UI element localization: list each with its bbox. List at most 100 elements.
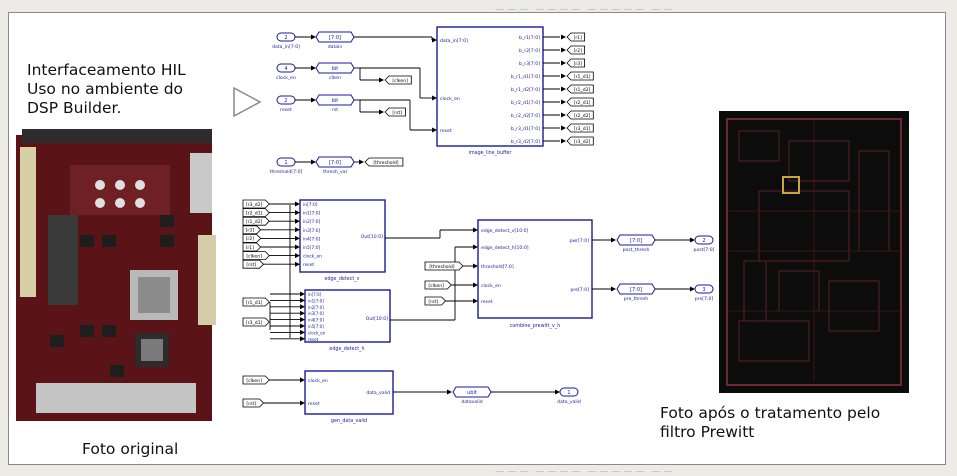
goto-tag-label: [r3_d1] bbox=[574, 126, 591, 132]
arrow-head-icon bbox=[295, 245, 300, 250]
port-label: reset bbox=[440, 128, 452, 134]
from-tag-label: [r3] bbox=[246, 228, 255, 234]
arrow-head-icon bbox=[295, 262, 300, 267]
goto-tag-label: [clken] bbox=[392, 78, 408, 84]
port-label: in[7:0] bbox=[308, 292, 322, 297]
arrow-head-icon bbox=[300, 304, 305, 309]
port-label: in1[7:0] bbox=[308, 298, 324, 303]
goto-tag-label: [r1_d1] bbox=[574, 74, 591, 80]
arrow-head-icon bbox=[561, 61, 566, 66]
port-label: in1[7:0] bbox=[303, 211, 321, 217]
outport-name: pre[7:0] bbox=[695, 296, 714, 302]
arrow-head-icon bbox=[561, 139, 566, 144]
arrow-head-icon bbox=[379, 110, 384, 115]
port-label: clock_en bbox=[481, 283, 501, 289]
port-label: edge_detect_h[10:0] bbox=[481, 245, 529, 251]
port-label: b_r2_d1[7:0] bbox=[511, 100, 540, 106]
port-label: edge_detect_v[10:0] bbox=[481, 228, 529, 234]
from-tag-label: [clken] bbox=[246, 253, 262, 259]
arrow-head-icon bbox=[300, 317, 305, 322]
type-convert-label: datain bbox=[328, 44, 343, 50]
port-label: in2[7:0] bbox=[308, 305, 324, 310]
type-convert-label: thresh_val bbox=[323, 169, 347, 175]
inport-name: reset bbox=[280, 107, 292, 113]
from-tag-label: [rst] bbox=[246, 262, 256, 268]
arrow-head-icon bbox=[300, 298, 305, 303]
inport-number: 2 bbox=[284, 98, 287, 104]
type-convert-type: [7:0] bbox=[630, 238, 642, 244]
arrow-head-icon bbox=[690, 238, 695, 243]
from-tag-label: [r1_d1] bbox=[246, 300, 263, 306]
outport-number: 1 bbox=[567, 390, 570, 396]
arrow-head-icon bbox=[561, 74, 566, 79]
port-label: clock_en bbox=[308, 378, 328, 384]
arrow-head-icon bbox=[561, 126, 566, 131]
inport-number: 1 bbox=[284, 160, 287, 166]
outport-number: 3 bbox=[702, 287, 705, 293]
arrow-head-icon bbox=[379, 78, 384, 83]
from-tag-label: [r2] bbox=[246, 236, 255, 242]
port-label: reset bbox=[303, 262, 314, 268]
type-convert-label: rst bbox=[332, 107, 338, 113]
goto-tag-label: [r3_d2] bbox=[574, 139, 591, 145]
port-label: in4[7:0] bbox=[303, 236, 321, 242]
from-tag-label: [r3_d1] bbox=[246, 320, 263, 326]
type-convert-type: bit bbox=[332, 66, 339, 72]
port-label: data_valid bbox=[366, 390, 390, 396]
block-name: edge_detect_v bbox=[325, 276, 360, 282]
port-label: in5[7:0] bbox=[303, 245, 321, 251]
arrow-head-icon bbox=[473, 228, 478, 233]
arrow-head-icon bbox=[561, 48, 566, 53]
inport-name: data_in[7:0] bbox=[272, 44, 300, 50]
type-convert-type: [7:0] bbox=[630, 287, 642, 293]
arrow-head-icon bbox=[311, 98, 316, 103]
outport-name: data_valid bbox=[557, 399, 581, 405]
arrow-head-icon bbox=[473, 264, 478, 269]
arrow-head-icon bbox=[300, 336, 305, 341]
port-label: b_r2_d2[7:0] bbox=[511, 113, 540, 119]
arrow-head-icon bbox=[311, 160, 316, 165]
outport-number: 2 bbox=[702, 238, 705, 244]
type-convert-type: [7:0] bbox=[329, 160, 341, 166]
port-label: in5[7:0] bbox=[308, 324, 324, 329]
arrow-head-icon bbox=[300, 324, 305, 329]
arrow-head-icon bbox=[561, 35, 566, 40]
inport-name: clock_en bbox=[276, 75, 296, 81]
arrow-head-icon bbox=[561, 100, 566, 105]
arrow-head-icon bbox=[473, 245, 478, 250]
from-tag-label: [r1_d2] bbox=[246, 219, 263, 225]
port-label: in2[7:0] bbox=[303, 219, 321, 225]
arrow-head-icon bbox=[561, 87, 566, 92]
inport-name: threshold[7:0] bbox=[270, 169, 303, 175]
goto-tag-label: [r2_d1] bbox=[574, 100, 591, 106]
arrow-head-icon bbox=[311, 66, 316, 71]
inport-number: 4 bbox=[284, 66, 287, 72]
inport-number: 2 bbox=[284, 35, 287, 41]
port-label: b_r3_d1[7:0] bbox=[511, 126, 540, 132]
arrow-head-icon bbox=[473, 299, 478, 304]
arrow-head-icon bbox=[359, 160, 364, 165]
arrow-head-icon bbox=[295, 236, 300, 241]
arrow-head-icon bbox=[555, 390, 560, 395]
port-label: in3[7:0] bbox=[308, 311, 324, 316]
type-convert-label: clken bbox=[329, 75, 341, 81]
from-tag-label: [clken] bbox=[246, 378, 262, 384]
port-label: reset bbox=[308, 337, 319, 342]
port-label: Out[10:0] bbox=[361, 234, 383, 240]
arrow-head-icon bbox=[611, 287, 616, 292]
arrow-head-icon bbox=[300, 378, 305, 383]
outport-name: post[7:0] bbox=[694, 247, 715, 253]
arrow-head-icon bbox=[295, 253, 300, 258]
port-label: in4[7:0] bbox=[308, 318, 324, 323]
port-label: reset bbox=[481, 299, 493, 305]
type-convert-type: bit bbox=[332, 98, 339, 104]
type-convert-label: datavalid bbox=[461, 399, 482, 405]
from-tag-label: [r3_d2] bbox=[246, 202, 263, 208]
arrow-head-icon bbox=[447, 390, 452, 395]
arrow-head-icon bbox=[300, 311, 305, 316]
arrow-head-icon bbox=[300, 330, 305, 335]
port-label: threshold[7:0] bbox=[481, 264, 514, 270]
arrow-head-icon bbox=[295, 219, 300, 224]
arrow-head-icon bbox=[295, 202, 300, 207]
